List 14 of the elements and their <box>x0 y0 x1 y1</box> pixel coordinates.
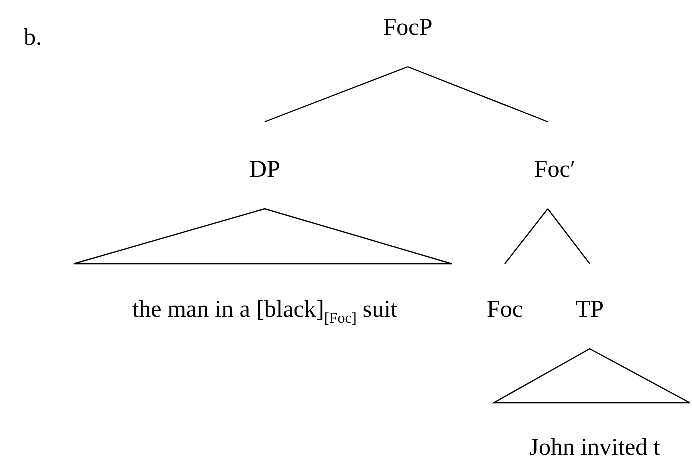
tree-branch <box>408 66 548 123</box>
tree-node-label: TP <box>576 264 604 349</box>
tree-branch <box>548 208 590 264</box>
tree-node-label: Foc <box>487 264 523 324</box>
example-label: b. <box>24 24 42 52</box>
phrase-text: John invited t <box>530 403 660 462</box>
triangle-branch <box>73 208 453 265</box>
tree-node-label: DP <box>250 122 280 209</box>
tree-branch <box>264 66 408 123</box>
phrase-text: the man in a [black]$_{[Foc]}$ suit <box>132 264 398 324</box>
tree-branch <box>504 208 548 264</box>
tree-node-label: FocP <box>383 14 433 67</box>
triangle-branch <box>492 348 691 404</box>
tree-node-label: Foc′ <box>534 122 576 209</box>
